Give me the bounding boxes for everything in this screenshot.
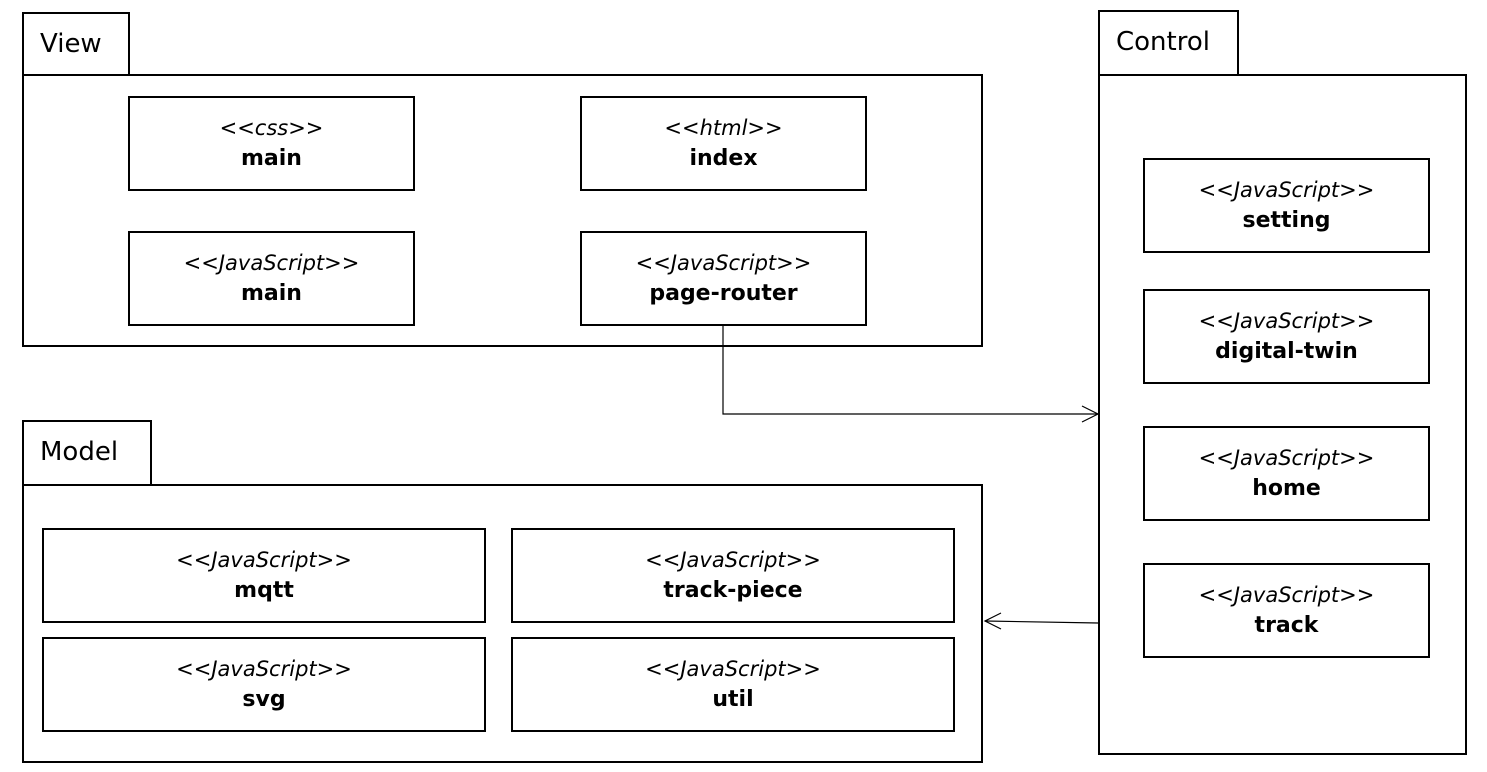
class-stereotype: <<JavaScript>>	[176, 547, 352, 572]
class-home: <<JavaScript>> home	[1143, 426, 1430, 521]
class-stereotype: <<JavaScript>>	[176, 656, 352, 681]
class-name: index	[689, 145, 758, 171]
class-page-router: <<JavaScript>> page-router	[580, 231, 867, 326]
class-stereotype: <<html>>	[664, 115, 783, 140]
class-name: setting	[1242, 207, 1331, 233]
class-svg: <<JavaScript>> svg	[42, 637, 486, 732]
view-package-tab: View	[22, 12, 130, 76]
arrow-view-to-control	[722, 326, 1100, 423]
class-name: digital-twin	[1215, 338, 1358, 364]
class-stereotype: <<JavaScript>>	[1198, 582, 1375, 607]
model-package-title: Model	[40, 437, 119, 467]
class-name: util	[712, 686, 754, 712]
class-stereotype: <<css>>	[219, 115, 324, 140]
class-stereotype: <<JavaScript>>	[1198, 177, 1375, 202]
class-stereotype: <<JavaScript>>	[645, 656, 821, 681]
view-package-title: View	[40, 29, 102, 59]
class-stereotype: <<JavaScript>>	[183, 250, 360, 275]
control-package-tab: Control	[1098, 10, 1239, 76]
class-name: main	[241, 145, 302, 171]
control-package-title: Control	[1116, 27, 1210, 57]
class-name: home	[1252, 475, 1321, 501]
class-name: main	[241, 280, 302, 306]
class-name: page-router	[649, 280, 798, 306]
class-mqtt: <<JavaScript>> mqtt	[42, 528, 486, 623]
class-util: <<JavaScript>> util	[511, 637, 955, 732]
class-stereotype: <<JavaScript>>	[1198, 445, 1375, 470]
class-index-html: <<html>> index	[580, 96, 867, 191]
class-name: svg	[242, 686, 286, 712]
class-stereotype: <<JavaScript>>	[645, 547, 821, 572]
class-name: mqtt	[234, 577, 294, 603]
class-stereotype: <<JavaScript>>	[1198, 308, 1375, 333]
class-track: <<JavaScript>> track	[1143, 563, 1430, 658]
arrow-control-to-model	[983, 612, 1099, 630]
class-stereotype: <<JavaScript>>	[635, 250, 812, 275]
class-name: track	[1254, 612, 1319, 638]
model-package-tab: Model	[22, 420, 152, 486]
class-main-js: <<JavaScript>> main	[128, 231, 415, 326]
class-name: track-piece	[663, 577, 803, 603]
class-track-piece: <<JavaScript>> track-piece	[511, 528, 955, 623]
class-main-css: <<css>> main	[128, 96, 415, 191]
class-digital-twin: <<JavaScript>> digital-twin	[1143, 289, 1430, 384]
class-setting: <<JavaScript>> setting	[1143, 158, 1430, 253]
